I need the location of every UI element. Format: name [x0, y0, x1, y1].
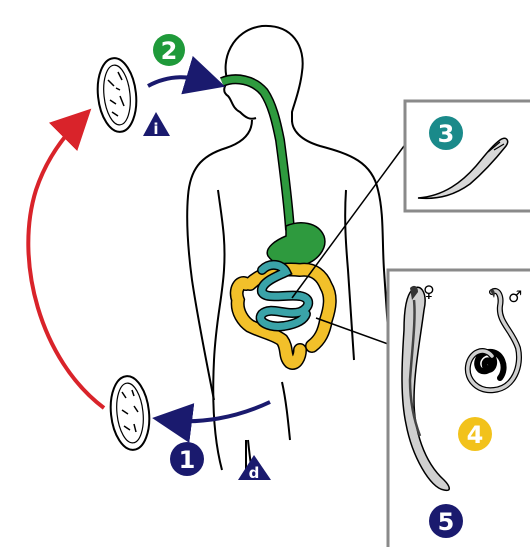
step-badge-3: 3: [429, 116, 463, 150]
svg-text:i: i: [153, 120, 158, 138]
male-symbol: ♂: [508, 287, 522, 306]
step-badge-5: 5: [429, 504, 463, 538]
diagnostic-stage-marker: d: [238, 455, 271, 482]
female-symbol: ♀: [423, 282, 435, 301]
svg-text:5: 5: [438, 508, 455, 536]
embryonated-egg-icon: [94, 56, 140, 134]
step-badge-4: 4: [458, 417, 492, 451]
arrow-ingestion: [148, 77, 210, 86]
egg-icon: [107, 374, 153, 452]
infective-stage-marker: i: [143, 112, 170, 138]
svg-text:d: d: [249, 464, 260, 482]
svg-text:1: 1: [179, 446, 196, 474]
svg-text:3: 3: [438, 120, 455, 148]
larva-inset-box: [405, 101, 530, 211]
svg-text:2: 2: [161, 37, 178, 65]
svg-text:4: 4: [467, 421, 484, 449]
arrow-passed-in-feces: [168, 402, 270, 421]
esophagus-stomach: [222, 79, 325, 267]
step-badge-1: 1: [170, 442, 204, 476]
step-badge-2: 2: [153, 34, 185, 66]
arrow-embryonation: [28, 120, 104, 408]
